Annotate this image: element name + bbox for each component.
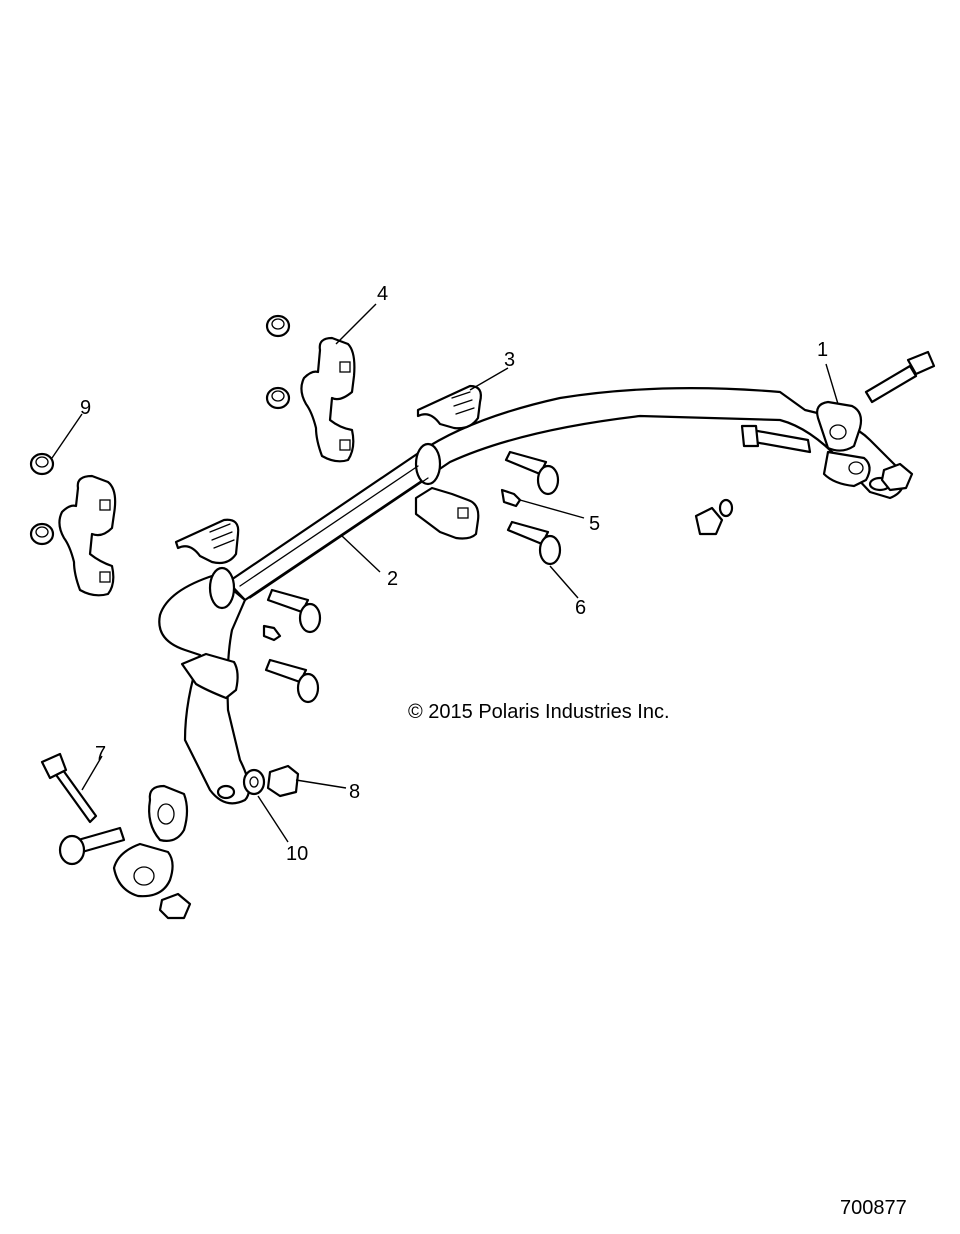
leader-6 (549, 565, 579, 599)
washer-right (718, 498, 734, 518)
copyright-text: © 2015 Polaris Industries Inc. (408, 701, 670, 723)
grease-fitting-5 (500, 488, 522, 508)
washer-10 (242, 768, 266, 796)
bushing-left (174, 518, 240, 565)
link-rod-left (112, 784, 189, 898)
bolt-left-lower (58, 826, 126, 866)
leader-2 (341, 535, 381, 573)
callout-2: 2 (387, 568, 398, 590)
callout-6: 6 (575, 597, 586, 619)
callout-8: 8 (349, 781, 360, 803)
callout-4: 4 (377, 283, 388, 305)
carriage-bolt-left-lower (264, 658, 320, 704)
bracket-4 (300, 336, 356, 463)
link-rod-right (816, 400, 871, 488)
leader-1 (825, 363, 839, 405)
bracket-9 (58, 474, 117, 597)
nut-4-bottom (265, 386, 291, 410)
callout-labels: 1 2 3 4 5 6 7 8 9 10 (80, 283, 828, 865)
nut-right-small (694, 506, 724, 536)
callout-7: 7 (95, 743, 106, 765)
leader-4 (335, 303, 377, 345)
callout-5: 5 (589, 513, 600, 535)
leader-8 (295, 779, 347, 789)
leader-10 (257, 795, 289, 843)
bushing-lower-middle (414, 486, 480, 540)
nut-9-bottom (29, 522, 55, 546)
carriage-bolt-upper (504, 450, 560, 496)
bushing-upper (416, 384, 482, 430)
leader-9 (51, 413, 83, 459)
nut-4-top (265, 314, 291, 338)
nut-8 (266, 764, 300, 798)
bolt-7 (40, 752, 98, 824)
nut-9-top (29, 452, 55, 476)
bushing-under-bar (180, 652, 239, 700)
carriage-bolt-6 (506, 520, 562, 566)
leader-7 (81, 755, 103, 791)
leader-lines (51, 303, 839, 843)
grease-fitting-left (262, 624, 282, 642)
figure-number: 700877 (840, 1197, 907, 1219)
callout-1: 1 (817, 339, 828, 361)
callout-10: 10 (286, 843, 308, 865)
bolt-right-link (740, 424, 812, 454)
leader-5 (519, 499, 585, 519)
bolt-right-top (864, 350, 936, 404)
callout-9: 9 (80, 397, 91, 419)
carriage-bolt-left-upper (266, 588, 322, 634)
leader-3 (469, 367, 509, 391)
nut-right (880, 462, 914, 492)
nut-left-lower (158, 892, 192, 920)
callout-3: 3 (504, 349, 515, 371)
